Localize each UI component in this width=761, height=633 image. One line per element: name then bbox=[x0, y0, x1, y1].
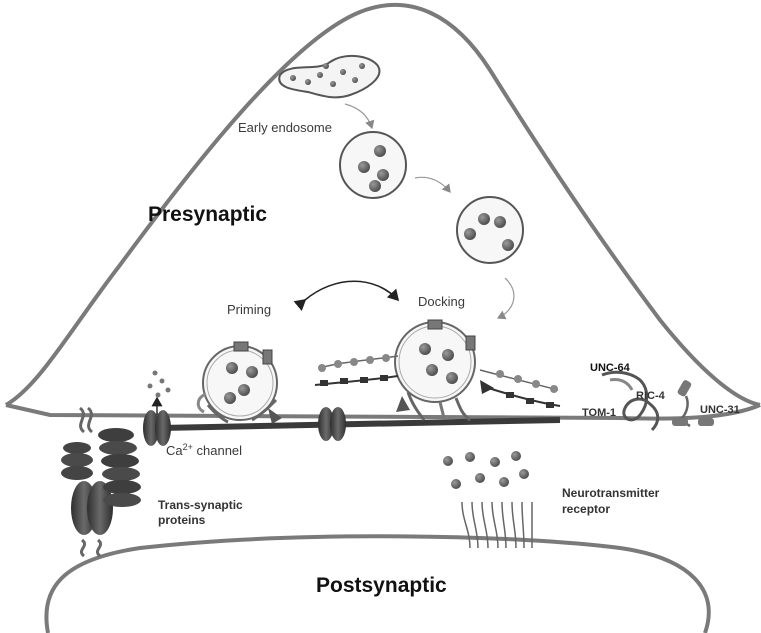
trans-synaptic-proteins bbox=[61, 406, 141, 558]
active-zone bbox=[159, 417, 561, 431]
protein-chain-right-lower bbox=[480, 380, 561, 408]
arrow-endosome-1 bbox=[344, 103, 375, 130]
arrow-endosome-2 bbox=[414, 176, 451, 193]
released-dots bbox=[147, 370, 171, 398]
priming-label: Priming bbox=[227, 302, 271, 317]
presynaptic-label: Presynaptic bbox=[148, 203, 267, 226]
snare-complex bbox=[601, 370, 660, 432]
unc31-protein bbox=[672, 380, 714, 428]
unc64-label: UNC-64 bbox=[590, 362, 631, 374]
docked-vesicle bbox=[394, 319, 476, 422]
docking-label: Docking bbox=[418, 294, 465, 309]
presynaptic-membrane bbox=[4, 2, 761, 407]
neurotransmitter-label-line1: Neurotransmitter bbox=[562, 486, 660, 500]
ca-channel-label: Ca2+ channel bbox=[166, 442, 242, 458]
ca-channel bbox=[143, 410, 171, 446]
protein-chain-right-upper bbox=[479, 369, 559, 393]
vesicle-2 bbox=[456, 196, 524, 264]
priming-docking-arrow bbox=[293, 280, 400, 312]
arrow-endosome-3 bbox=[496, 277, 515, 320]
presynaptic-bottom-membrane bbox=[5, 403, 761, 421]
neurotransmitter-dots bbox=[443, 451, 529, 489]
trans-synaptic-label-line1: Trans-synaptic bbox=[158, 498, 243, 512]
protein-chain-upper bbox=[318, 354, 399, 372]
early-endosome-blob bbox=[278, 54, 381, 99]
trans-synaptic-label-line2: proteins bbox=[158, 513, 206, 527]
postsynaptic-label: Postsynaptic bbox=[316, 574, 447, 597]
neurotransmitter-label-line2: receptor bbox=[562, 502, 610, 516]
membrane-channel-middle bbox=[318, 407, 346, 441]
vesicle-1 bbox=[339, 131, 407, 199]
unc31-label: UNC-31 bbox=[700, 404, 740, 416]
early-endosome-label: Early endosome bbox=[238, 120, 332, 135]
protein-chain-lower bbox=[314, 375, 399, 386]
primed-vesicle bbox=[196, 341, 282, 424]
neurotransmitter-receptors bbox=[461, 501, 533, 549]
postsynaptic-membrane bbox=[44, 534, 711, 633]
tom1-label: TOM-1 bbox=[582, 407, 616, 419]
ric4-label: RIC-4 bbox=[636, 390, 666, 402]
